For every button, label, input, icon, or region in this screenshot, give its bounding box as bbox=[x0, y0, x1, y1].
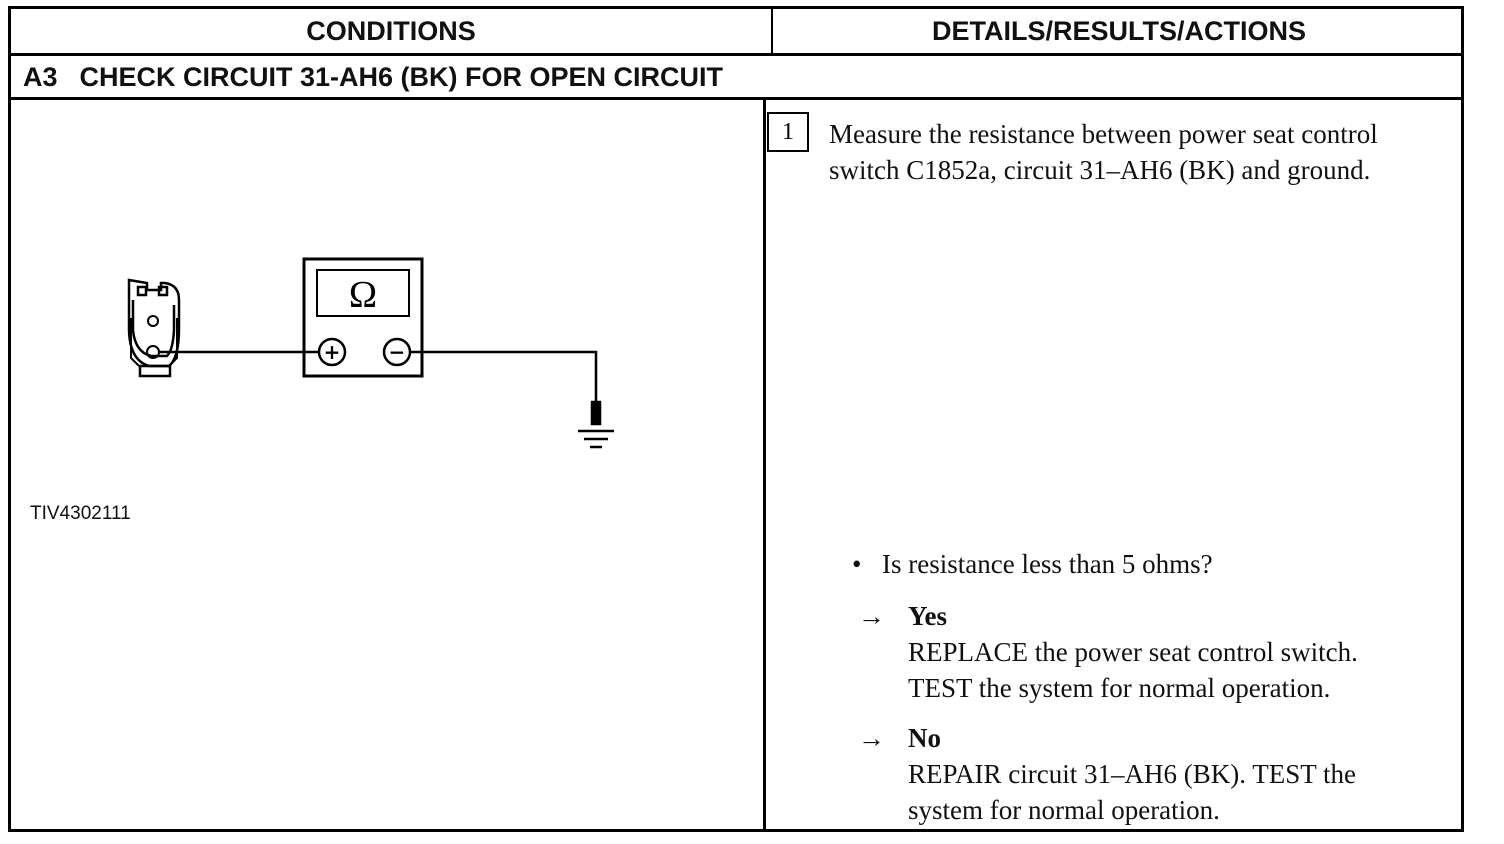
ground-icon bbox=[578, 400, 614, 449]
bullet: • bbox=[852, 549, 862, 579]
arrow-icon: → bbox=[858, 723, 885, 753]
answer-yes-text: REPLACE the power seat control switch. T… bbox=[908, 637, 1358, 703]
diagnostic-table: CONDITIONS DETAILS/RESULTS/ACTIONS A3 CH… bbox=[8, 6, 1464, 832]
circuit-diagram: Ω + − bbox=[127, 257, 614, 449]
section-title: A3 CHECK CIRCUIT 31-AH6 (BK) FOR OPEN CI… bbox=[23, 56, 723, 98]
conditions-header: CONDITIONS bbox=[306, 15, 476, 46]
answer-no-label: No bbox=[908, 723, 941, 753]
ohmmeter-icon: Ω + − bbox=[302, 257, 424, 378]
column-divider bbox=[771, 9, 773, 53]
section-divider bbox=[11, 97, 1461, 100]
details-header: DETAILS/RESULTS/ACTIONS bbox=[931, 15, 1306, 46]
question: • Is resistance less than 5 ohms? bbox=[852, 546, 1213, 582]
wiring-diagram: Ω + − TIV4302111 bbox=[11, 100, 763, 830]
connector-icon bbox=[127, 278, 181, 378]
question-text: Is resistance less than 5 ohms? bbox=[882, 549, 1213, 579]
answer-yes-label: Yes bbox=[908, 601, 947, 631]
meter-symbol: Ω bbox=[349, 274, 377, 316]
answer-no-text: REPAIR circuit 31–AH6 (BK). TEST the sys… bbox=[908, 759, 1356, 825]
figure-id: TIV4302111 bbox=[30, 503, 131, 524]
header-divider bbox=[11, 53, 1461, 56]
step-number: 1 bbox=[767, 112, 809, 152]
body-column-divider bbox=[763, 100, 766, 829]
meter-plus-label: + bbox=[324, 340, 341, 364]
meter-minus-label: − bbox=[389, 340, 406, 364]
step-instruction: Measure the resistance between power sea… bbox=[829, 119, 1378, 185]
section-heading: CHECK CIRCUIT 31-AH6 (BK) FOR OPEN CIRCU… bbox=[79, 61, 724, 92]
arrow-icon: → bbox=[858, 601, 885, 631]
section-number: A3 bbox=[23, 61, 58, 92]
test-lead-negative bbox=[410, 350, 598, 422]
